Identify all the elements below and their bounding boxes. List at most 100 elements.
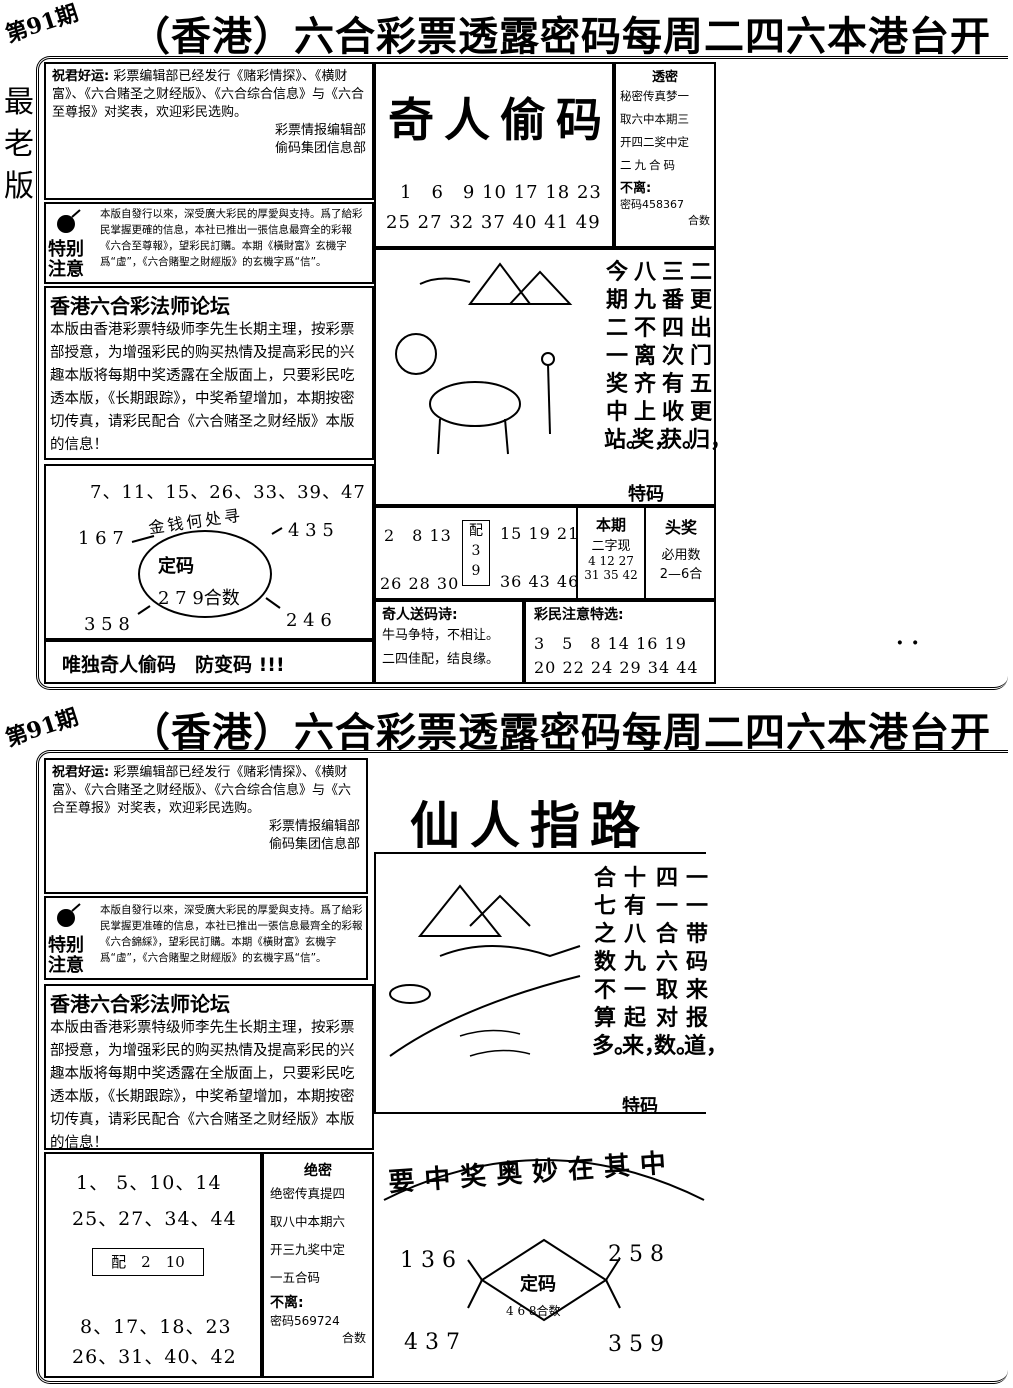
diagram-right-top: 4 3 5 bbox=[288, 520, 334, 541]
special-box-top: 彩民注意特选: 3 5 8 14 16 19 20 22 24 29 34 44 bbox=[524, 600, 716, 684]
illustration-box-bottom bbox=[374, 852, 706, 1114]
forum-body-b: 本版由香港彩票特级师李先生长期主理，按彩票部授意，为增强彩民的购买热情及提高彩民… bbox=[50, 1020, 355, 1151]
diagram-arrows bbox=[131, 527, 283, 615]
diagram-ellipse bbox=[138, 530, 272, 618]
grid-benqi: 本期 bbox=[595, 516, 626, 534]
greeting-title-b: 祝君好运: bbox=[52, 765, 110, 780]
num-row4: 26、31、40、42 bbox=[72, 1346, 237, 1368]
page-header-bottom: （香港）六合彩票透露密码每周二四六本港台开 bbox=[130, 709, 991, 756]
special-row1: 3 5 8 14 16 19 bbox=[534, 634, 687, 653]
bomb-icon-b bbox=[50, 902, 98, 974]
num-pei-box: 配 2 10 bbox=[92, 1248, 204, 1276]
secret-line-1-b: 绝密传真提四 bbox=[270, 1186, 346, 1201]
num-row3: 8、17、18、23 bbox=[80, 1316, 232, 1338]
secret-title-b: 绝密 bbox=[304, 1163, 332, 1179]
notice-label: 特别注意 bbox=[48, 239, 84, 280]
secret-code-b: 密码569724 bbox=[270, 1314, 340, 1328]
bottom-poem-col-1: 合七之数不算多。 bbox=[592, 865, 637, 1059]
forum-title-b: 香港六合彩法师论坛 bbox=[50, 992, 230, 1016]
poem-line1: 牛马争特，不相让。 bbox=[382, 628, 500, 643]
bdiag-left-bottom: 4 3 7 bbox=[404, 1330, 460, 1355]
diagram-center-title: 定码 bbox=[158, 556, 194, 577]
top-poem-col-4: 二更出门五更归， bbox=[688, 259, 733, 453]
diagram-center-sub: 2 7 9合数 bbox=[158, 588, 240, 609]
secret-box-bottom: 绝密 绝密传真提四 取八中本期六 开三九奖中定 一五合码 不离: 密码56972… bbox=[262, 1152, 374, 1378]
title-row1: 1 6 9 10 17 18 23 bbox=[400, 182, 602, 203]
bdiag-center-sub: 4 6 8合数 bbox=[506, 1304, 561, 1318]
special-title: 彩民注意特选: bbox=[534, 607, 624, 623]
poem-title: 奇人送码诗: bbox=[382, 607, 458, 623]
bdiag-right-top: 2 5 8 bbox=[608, 1242, 664, 1267]
forum-box-bottom: 香港六合彩法师论坛 本版由香港彩票特级师李先生长期主理，按彩票部授意，为增强彩民… bbox=[44, 984, 374, 1151]
secret-line-4: 二九合码 bbox=[620, 158, 678, 172]
bdiag-center-title: 定码 bbox=[520, 1274, 556, 1295]
illustration-box-top bbox=[374, 248, 716, 506]
greeting-body: 彩票编辑部已经发行《赌彩情探》、《横财富》、《六合赌圣之财经版》、《六合综合信息… bbox=[52, 69, 365, 120]
greeting-box-bottom: 祝君好运: 彩票编辑部已经发行《赌彩情探》、《横财富》、《六合赌圣之财经版》、《… bbox=[44, 758, 368, 894]
top-poem-col-1: 今期二一奖中站。 bbox=[604, 259, 649, 453]
bomb-icon bbox=[50, 208, 98, 280]
grid-right-bottom: 36 43 46 bbox=[500, 572, 580, 591]
top-poem-col-3: 三番四次有收获。 bbox=[660, 259, 705, 453]
secret-heshu: 合数 bbox=[688, 214, 710, 227]
secret-box-top: 透密 秘密传真梦一 取六中本期三 开四二奖中定 二九合码 不离: 密码45836… bbox=[614, 62, 716, 248]
numbers-box-bottom bbox=[44, 1152, 262, 1378]
secret-line-3: 开四二奖中定 bbox=[620, 135, 689, 149]
title-qiren: 奇人偷码 bbox=[388, 93, 612, 147]
secret-title: 透密 bbox=[651, 70, 678, 85]
greeting-title: 祝君好运: bbox=[52, 69, 110, 84]
title-row2: 25 27 32 37 40 41 49 bbox=[386, 212, 601, 233]
grid-toujiang-cell: 头奖 必用数 2—6合 bbox=[646, 506, 716, 600]
greeting-sign1: 彩票情报编辑部 bbox=[274, 123, 366, 138]
secret-line-1: 秘密传真梦一 bbox=[620, 89, 689, 103]
secret-line-2-b: 取八中本期六 bbox=[270, 1214, 346, 1229]
side-label: 最老版 bbox=[4, 85, 34, 204]
diagram-right-bottom: 2 4 6 bbox=[286, 610, 332, 631]
diagram-left-top: 1 6 7 bbox=[78, 528, 124, 549]
greeting-sign2-b: 偷码集团信息部 bbox=[268, 837, 360, 852]
top-poem-col-2: 八九不离齐上奖， bbox=[632, 259, 677, 453]
bdiag-left-top: 1 3 6 bbox=[400, 1248, 456, 1273]
greeting-box-top: 祝君好运: 彩票编辑部已经发行《赌彩情探》、《横财富》、《六合赌圣之财经版》、《… bbox=[44, 62, 374, 200]
poem-box-top: 奇人送码诗: 牛马争特，不相让。 二四佳配，结良缘。 bbox=[374, 600, 524, 684]
diagram-top-numbers: 7、11、15、26、33、39、47 bbox=[90, 482, 366, 503]
grid-pei-box: 配 39 bbox=[462, 520, 490, 586]
secret-line-4-b: 一五合码 bbox=[270, 1270, 321, 1285]
notice-label-b: 特别注意 bbox=[48, 935, 84, 976]
grid-left-bottom: 26 28 30 bbox=[380, 574, 460, 593]
grid-toujiang: 头奖 bbox=[664, 518, 697, 537]
bdiag-right-bottom: 3 5 9 bbox=[608, 1332, 664, 1357]
slogan-box-top bbox=[44, 640, 374, 684]
top-tema: 特码 bbox=[628, 484, 664, 505]
secret-buli: 不离: bbox=[620, 181, 652, 196]
top-frame bbox=[36, 56, 1008, 690]
bottom-poem-col-4: 一一带码来报道， bbox=[684, 865, 729, 1059]
grid-biyong: 必用数 bbox=[661, 548, 701, 563]
grid-range: 2—6合 bbox=[659, 567, 703, 582]
special-row2: 20 22 24 29 34 44 bbox=[534, 658, 699, 677]
forum-box-top: 香港六合彩法师论坛 本版由香港彩票特级师李先生长期主理，按彩票部授意，为增强彩民… bbox=[44, 286, 374, 460]
notice-body-b: 本版自發行以來，深受廣大彩民的厚愛與支持。爲了給彩民掌握更准確的信息，本社已推出… bbox=[100, 904, 363, 964]
greeting-sign1-b: 彩票情报编辑部 bbox=[268, 819, 360, 834]
grid-erzi: 二字现 bbox=[591, 539, 631, 554]
greeting-sign2: 偷码集团信息部 bbox=[274, 141, 366, 156]
forum-body: 本版由香港彩票特级师李先生长期主理，按彩票部授意，为增强彩民的购买热情及提高彩民… bbox=[50, 322, 355, 453]
issue-number-top: 第91期 bbox=[2, 0, 82, 48]
fox-mountain-illustration bbox=[389, 884, 581, 1057]
num-row1: 1、 5、10、14 bbox=[76, 1172, 222, 1194]
farmer-ox-illustration bbox=[395, 262, 573, 455]
grid-left-top: 2 8 13 bbox=[384, 526, 452, 545]
bottom-frame bbox=[36, 750, 1008, 1384]
number-diagram-top bbox=[44, 464, 374, 640]
secret-code: 密码458367 bbox=[620, 198, 684, 211]
issue-number-bottom: 第91期 bbox=[2, 704, 82, 752]
bottom-poem-col-3: 四一合六取对数。 bbox=[654, 865, 699, 1059]
secret-line-3-b: 开三九奖中定 bbox=[270, 1242, 346, 1257]
page-header-top: （香港）六合彩票透露密码每周二四六本港台开 bbox=[130, 13, 991, 60]
bottom-tema: 特码 bbox=[622, 1096, 658, 1117]
grid-pei-nums: 39 bbox=[471, 543, 481, 579]
grid-benqi-cell: 本期 二字现 4 12 27 31 35 42 bbox=[576, 506, 646, 600]
secret-buli-b: 不离: bbox=[270, 1295, 304, 1311]
greeting-body-b: 彩票编辑部已经发行《赌彩情探》、《横财富》、《六合赌圣之财经版》、《六合综合信息… bbox=[52, 765, 352, 816]
bottom-poem-col-2: 十有八九一起来， bbox=[622, 865, 667, 1059]
